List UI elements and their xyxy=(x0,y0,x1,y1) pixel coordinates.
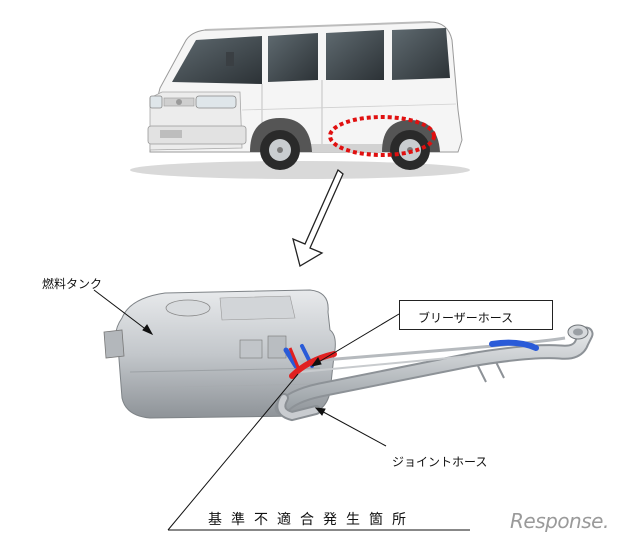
fuel-tank-label: 燃料タンク xyxy=(42,275,102,292)
breather-hose-label: ブリーザーホース xyxy=(418,309,513,326)
joint-hose-label: ジョイントホース xyxy=(392,453,487,470)
nonconformity-location-label: 基準不適合発生箇所 xyxy=(208,509,415,529)
van-front-wheel xyxy=(260,130,300,170)
response-watermark: Response. xyxy=(510,509,609,533)
pointer-arrow xyxy=(293,170,343,266)
